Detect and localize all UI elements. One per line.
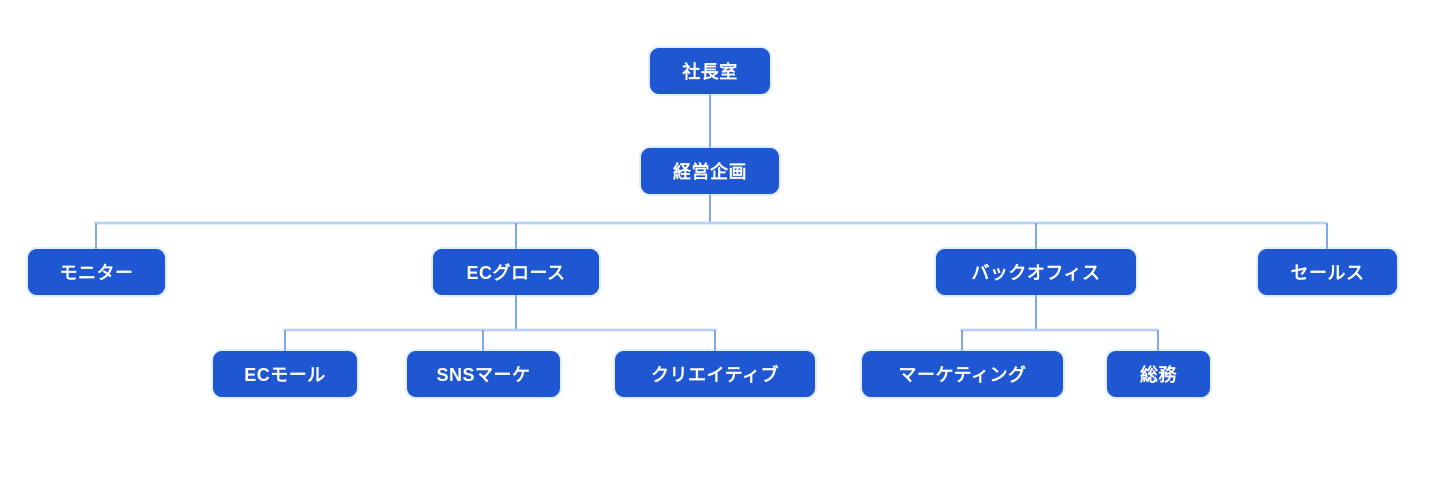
org-node-back-office[interactable]: バックオフィス [936, 249, 1136, 295]
connector-drop-back-office [1035, 223, 1037, 249]
connector-ec-growth-riser [515, 295, 517, 330]
org-node-marketing[interactable]: マーケティング [862, 351, 1063, 397]
connector-drop-sales [1326, 223, 1328, 249]
org-node-sns-marke[interactable]: SNSマーケ [407, 351, 560, 397]
connector-drop-ec-mall [284, 330, 286, 351]
connector-drop-monitor [95, 223, 97, 249]
connector-drop-general-affairs [1157, 330, 1159, 351]
org-node-ec-mall[interactable]: ECモール [213, 351, 357, 397]
connector-back-office-bus [961, 329, 1158, 331]
connector-drop-creative [714, 330, 716, 351]
connector-level3-bus [95, 222, 1327, 224]
connector-drop-sns-marke [482, 330, 484, 351]
connector-planning-riser [709, 194, 711, 224]
connector-back-office-riser [1035, 295, 1037, 330]
org-node-creative[interactable]: クリエイティブ [615, 351, 815, 397]
org-node-general-affairs[interactable]: 総務 [1107, 351, 1210, 397]
connector-ec-growth-bus [284, 329, 716, 331]
connector-drop-marketing [961, 330, 963, 351]
org-node-corporate-planning[interactable]: 経営企画 [641, 148, 779, 194]
connector-president-to-planning [709, 94, 711, 148]
org-node-president-office[interactable]: 社長室 [650, 48, 770, 94]
connector-drop-ec-growth [515, 223, 517, 249]
org-node-sales[interactable]: セールス [1258, 249, 1397, 295]
org-node-ec-growth[interactable]: ECグロース [433, 249, 599, 295]
org-node-monitor[interactable]: モニター [28, 249, 165, 295]
